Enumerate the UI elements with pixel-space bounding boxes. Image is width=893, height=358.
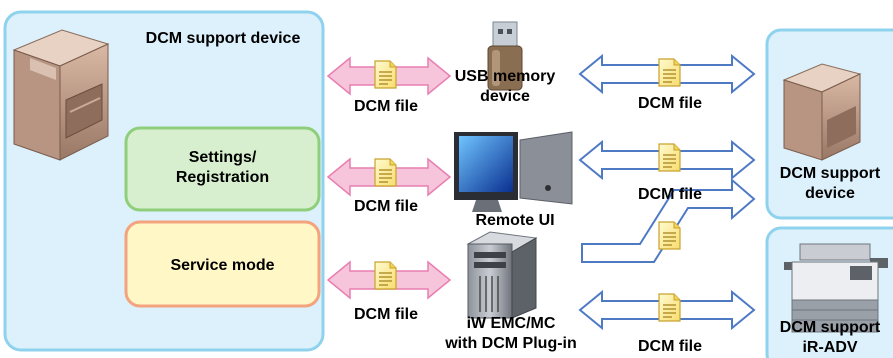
blue-bent-arrow: [581, 177, 756, 263]
settings-registration-label: Settings/ Registration: [126, 148, 319, 188]
right-bottom-line-2: iR-ADV: [802, 339, 858, 356]
usb-line-2: device: [480, 88, 530, 105]
dcm-file-label: DCM file: [638, 95, 702, 112]
doc-icon: [658, 58, 681, 87]
dcm-file-label: DCM file: [354, 306, 418, 323]
doc-icon: [658, 221, 681, 250]
server-tower-icon: [466, 231, 538, 319]
right-bottom-line-1: DCM support: [779, 319, 881, 336]
dcm-file-label: DCM file: [354, 98, 418, 115]
usb-memory-icon: [487, 21, 523, 91]
doc-icon: [374, 60, 397, 89]
printer-icon: [782, 63, 862, 161]
service-box: [124, 220, 321, 308]
iw-line-1: iW EMC/MC: [466, 315, 556, 332]
right-top-line-2: device: [805, 185, 855, 202]
doc-icon: [658, 293, 681, 322]
left-panel-title: DCM support device: [145, 30, 301, 47]
iw-line-2: with DCM Plug-in: [445, 335, 577, 352]
doc-icon: [374, 158, 397, 187]
dcm-file-label: DCM file: [638, 338, 702, 355]
iw-emc-mc-label: iW EMC/MC with DCM Plug-in: [436, 314, 586, 354]
settings-box: [124, 126, 321, 212]
doc-icon: [658, 143, 681, 172]
usb-memory-device-label: USB memory device: [440, 67, 570, 107]
settings-line-2: Registration: [175, 169, 270, 186]
right-bottom-device-label: DCM support iR-ADV: [767, 318, 893, 358]
printer-icon: [12, 29, 110, 161]
usb-line-1: USB memory: [454, 68, 556, 85]
dcm-file-label: DCM file: [638, 186, 702, 203]
service-mode-label: Service mode: [170, 257, 275, 274]
dcm-file-label: DCM file: [354, 198, 418, 215]
computer-icon: [454, 131, 573, 212]
settings-line-1: Settings/: [188, 149, 257, 166]
right-top-line-1: DCM support: [779, 165, 881, 182]
copier-icon: [784, 243, 888, 333]
right-top-device-label: DCM support device: [767, 164, 893, 204]
doc-icon: [374, 261, 397, 290]
remote-ui-label: Remote UI: [475, 212, 555, 229]
